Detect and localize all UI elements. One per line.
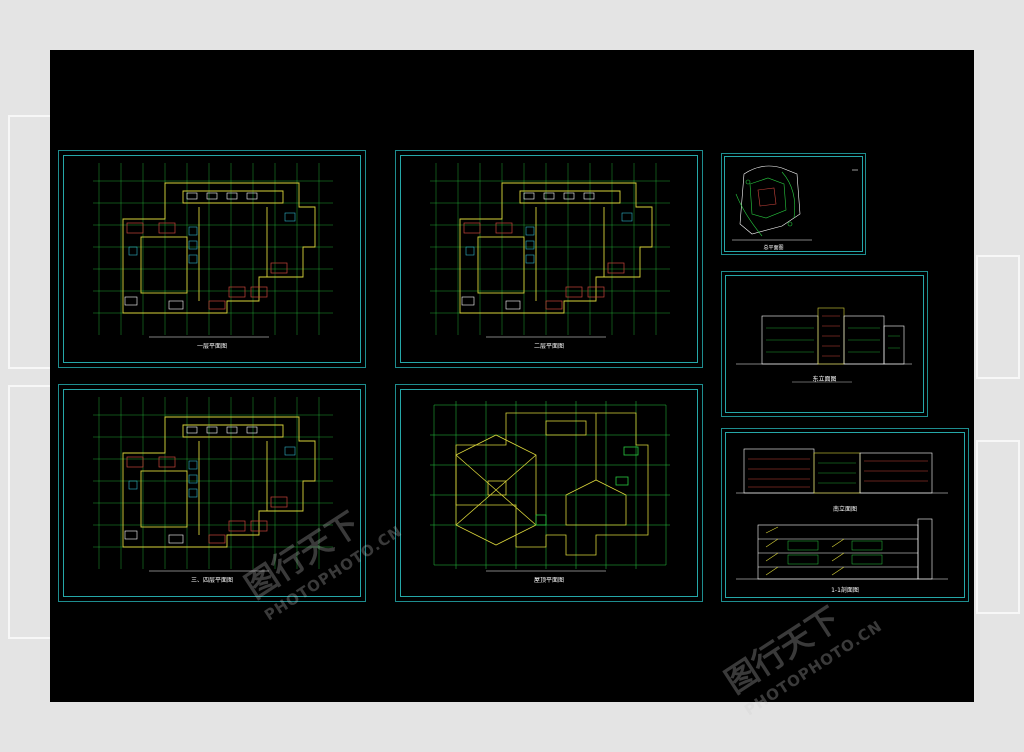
sheet-roof-plan[interactable]: 屋顶平面图 <box>395 384 703 602</box>
sheet-border <box>400 389 698 597</box>
elevation-drawing <box>736 307 912 383</box>
background-ghost-frame-left <box>8 115 52 369</box>
sheet-elevation-1[interactable]: 东立面图 <box>721 271 928 417</box>
cad-drawing-canvas: 一层平面图 二层平面图 <box>50 50 974 702</box>
floor-plan-drawing <box>93 397 333 572</box>
sheet-caption-elevation: 南立面图 <box>832 506 857 513</box>
sheet-caption: 屋顶平面图 <box>533 577 564 584</box>
floor-plan-drawing <box>430 163 670 338</box>
sheet-border <box>725 432 965 598</box>
sheet-plan-1[interactable]: 一层平面图 <box>58 150 366 368</box>
sheet-border <box>400 155 698 363</box>
sheet-caption: 总平面图 <box>763 245 784 251</box>
sheet-caption-section: 1-1剖面图 <box>831 587 859 594</box>
sheet-border <box>724 156 863 252</box>
sheet-elevation-section[interactable]: 南立面图 1-1剖面图 <box>721 428 969 602</box>
sheet-border <box>725 275 924 413</box>
background-ghost-frame-right-lower <box>976 440 1020 614</box>
sheet-site-plan[interactable]: 总平面图 <box>721 153 866 255</box>
background-ghost-frame-left-lower <box>8 385 52 639</box>
floor-plan-drawing <box>93 163 333 338</box>
sheet-border <box>63 389 361 597</box>
sheet-caption: 一层平面图 <box>196 343 227 350</box>
sheet-plan-2[interactable]: 二层平面图 <box>395 150 703 368</box>
background-ghost-frame-right <box>976 255 1020 379</box>
sheet-caption: 二层平面图 <box>533 343 564 350</box>
roof-plan-drawing <box>430 401 670 572</box>
sheet-caption: 东立面图 <box>812 376 837 383</box>
sheet-plan-3[interactable]: 三、四层平面图 <box>58 384 366 602</box>
sheet-caption: 三、四层平面图 <box>190 577 233 584</box>
elevation-section-drawing <box>736 448 948 580</box>
site-plan-drawing <box>732 165 858 241</box>
sheet-border <box>63 155 361 363</box>
